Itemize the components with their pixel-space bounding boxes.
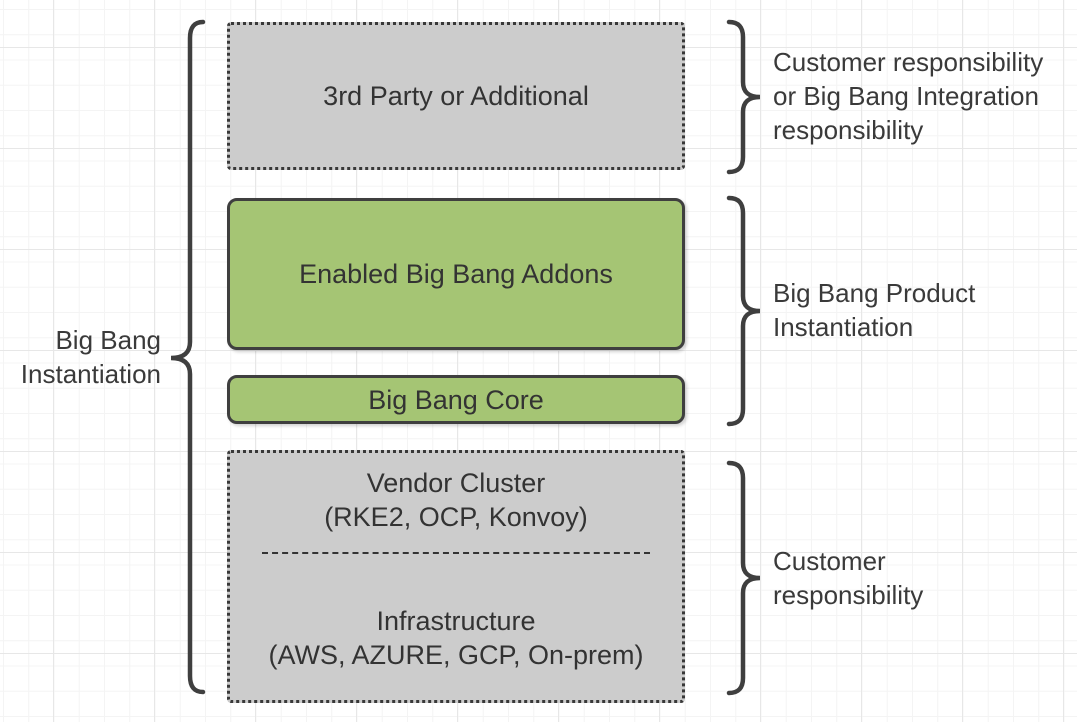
vendor-cluster-title: Vendor Cluster: [366, 468, 546, 498]
right-label-line: Customer responsibility: [773, 47, 1044, 77]
right-label-line: responsibility: [773, 115, 924, 145]
box-vendor-infrastructure: Vendor Cluster (RKE2, OCP, Konvoy) Infra…: [227, 450, 685, 703]
box-third-party-label: 3rd Party or Additional: [323, 81, 589, 111]
right-label-product-instantiation: Big Bang Product Instantiation: [773, 276, 975, 344]
left-group-label-line: Instantiation: [20, 359, 161, 389]
bottom-right-brace: [726, 460, 761, 696]
left-group-label: Big Bang Instantiation: [0, 323, 161, 391]
left-group-label-line: Big Bang: [55, 325, 161, 355]
box-enabled-addons-label: Enabled Big Bang Addons: [299, 259, 613, 289]
box-third-party: 3rd Party or Additional: [227, 22, 685, 170]
right-label-customer-responsibility: Customer responsibility: [773, 544, 923, 612]
box-enabled-addons: Enabled Big Bang Addons: [227, 198, 685, 350]
vendor-infra-divider: [262, 552, 650, 554]
left-brace: [170, 19, 206, 695]
right-label-line: Instantiation: [773, 312, 914, 342]
right-label-line: Customer: [773, 546, 886, 576]
infrastructure-detail: (AWS, AZURE, GCP, On-prem): [268, 640, 644, 670]
box-big-bang-core-label: Big Bang Core: [368, 384, 544, 415]
top-right-brace: [726, 19, 761, 175]
box-big-bang-core: Big Bang Core: [227, 375, 685, 424]
right-label-line: or Big Bang Integration: [773, 81, 1039, 111]
right-label-customer-or-integration: Customer responsibility or Big Bang Inte…: [773, 45, 1043, 147]
vendor-cluster-detail: (RKE2, OCP, Konvoy): [324, 502, 588, 532]
right-label-line: responsibility: [773, 580, 924, 610]
right-label-line: Big Bang Product: [773, 278, 976, 308]
middle-right-brace: [726, 195, 761, 427]
infrastructure-title: Infrastructure: [376, 606, 536, 636]
